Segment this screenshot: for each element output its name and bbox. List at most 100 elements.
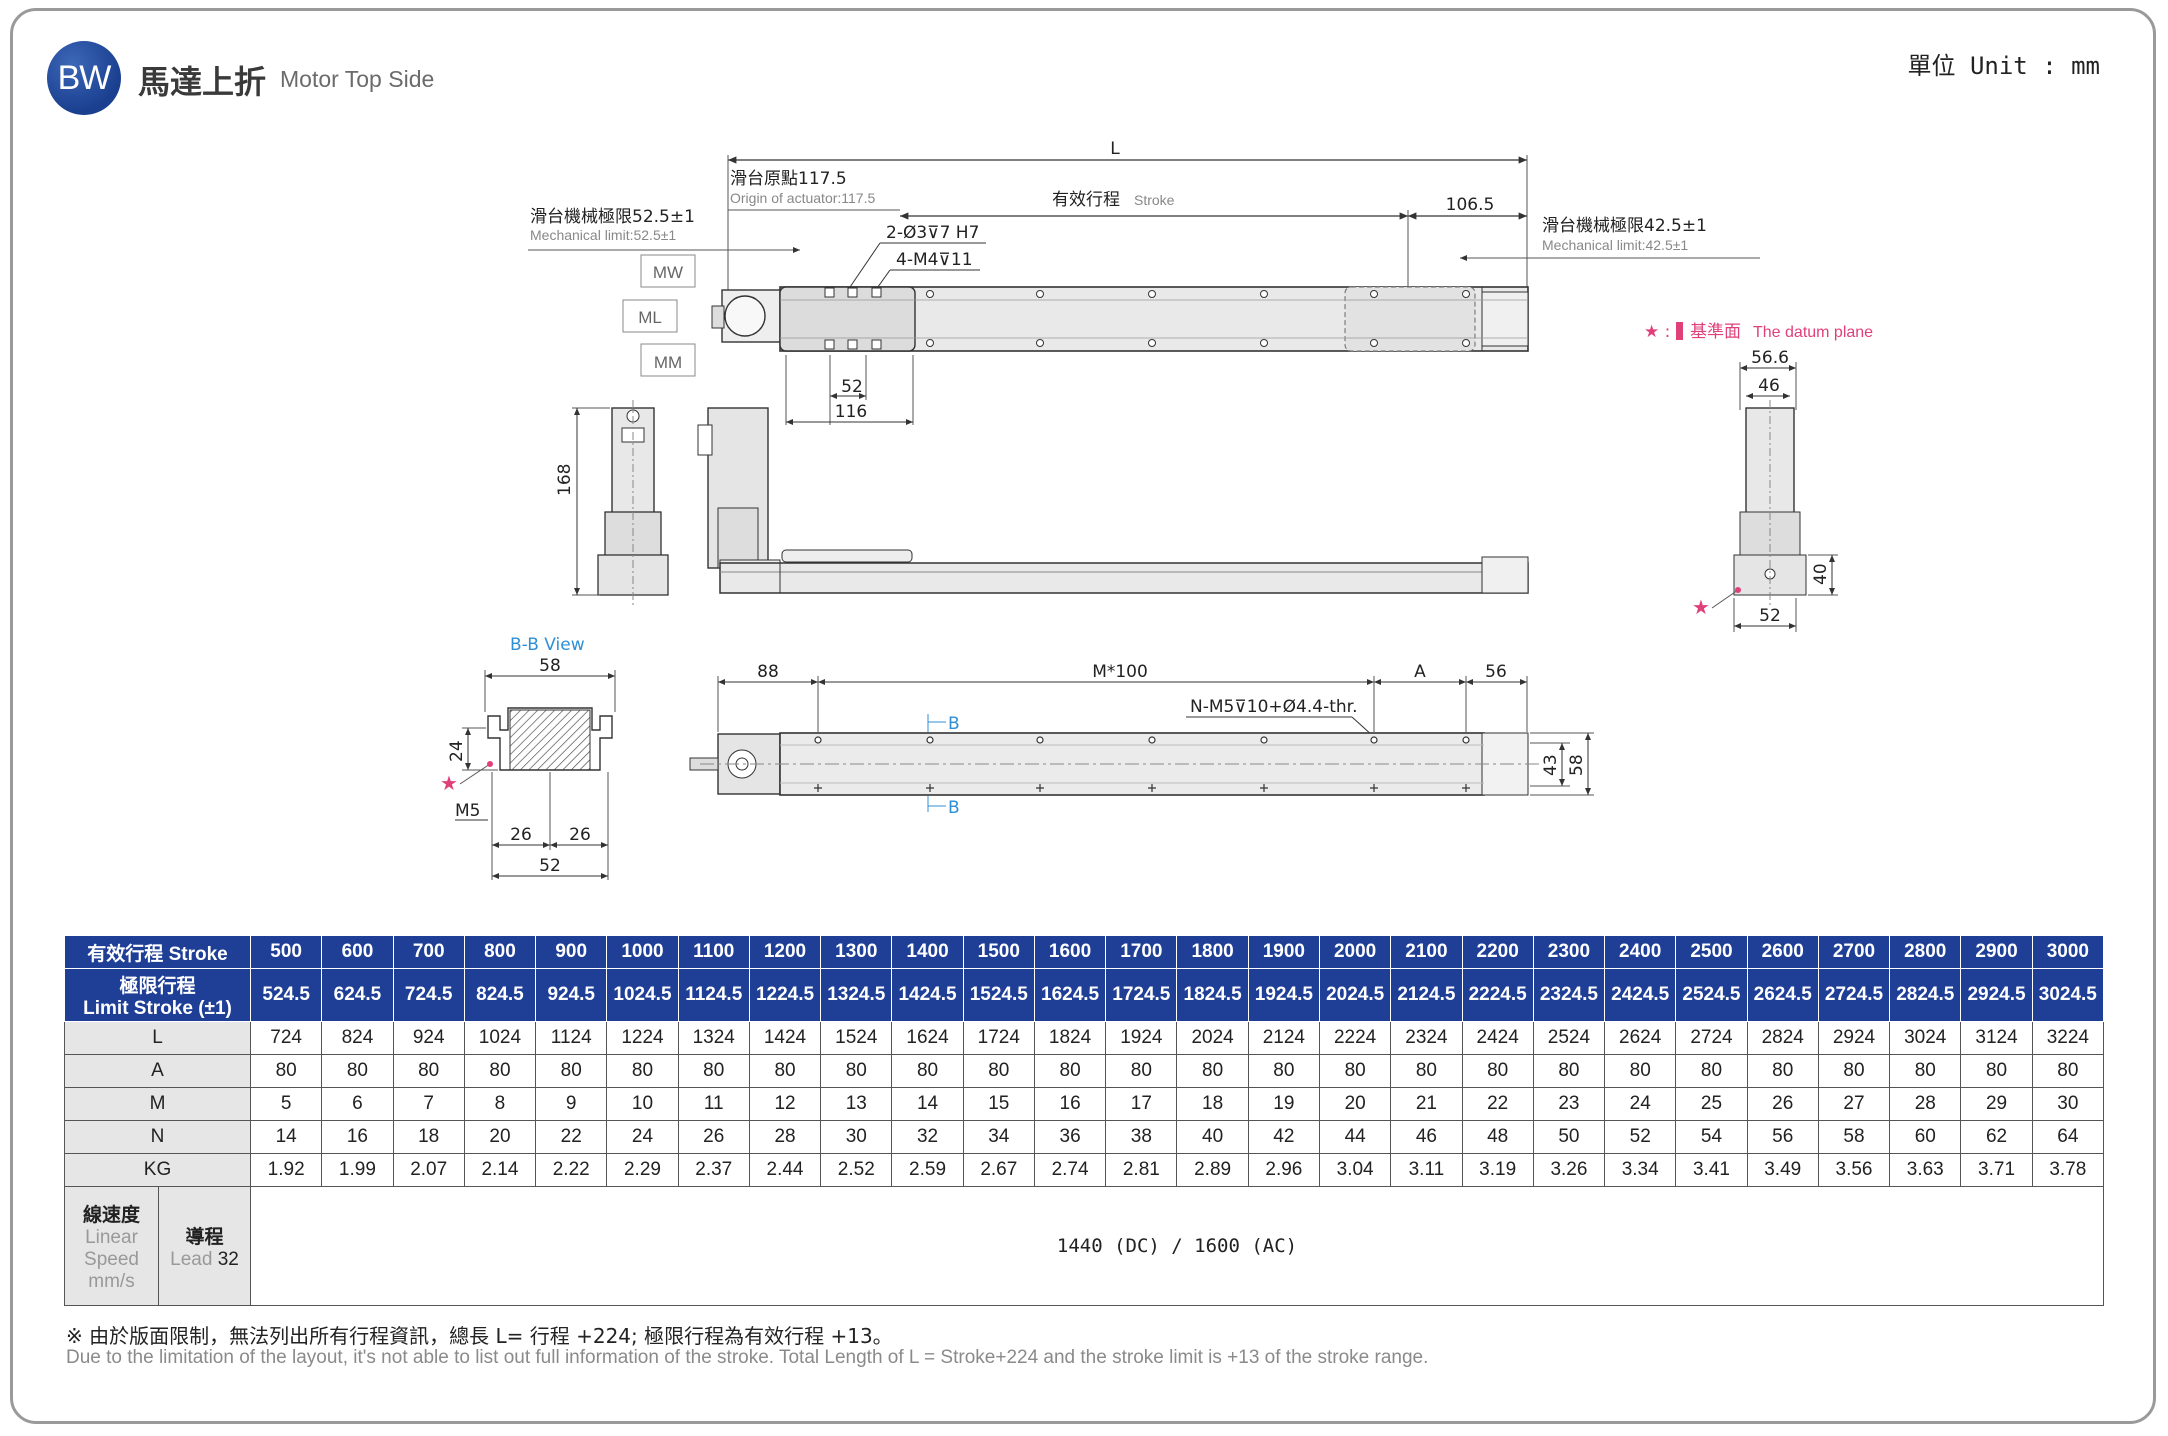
- limit-value: 2724.5: [1817, 968, 1891, 1022]
- cell-value: 22: [1461, 1087, 1534, 1121]
- stroke-label-en: Stroke: [1134, 192, 1175, 208]
- dim-m5: M5: [455, 801, 480, 821]
- cell-value: 3.63: [1889, 1153, 1962, 1187]
- cell-value: 21: [1390, 1087, 1463, 1121]
- cell-value: 34: [962, 1120, 1035, 1154]
- cell-value: 3224: [2031, 1021, 2105, 1055]
- cell-value: 3124: [1960, 1021, 2033, 1055]
- cell-value: 18: [392, 1120, 465, 1154]
- speed-unit: mm/s: [88, 1270, 135, 1292]
- hole-spec-3: N-M5⊽10+Ø4.4-thr.: [1190, 697, 1357, 717]
- cell-value: 2.96: [1247, 1153, 1321, 1187]
- dim-a: A: [1414, 662, 1426, 682]
- top-view: L 滑台原點117.5 Origin of actuator:117.5 有效行…: [528, 139, 1760, 425]
- cell-value: 22: [535, 1120, 608, 1154]
- cell-value: 2224: [1318, 1021, 1392, 1055]
- cell-value: 27: [1817, 1087, 1891, 1121]
- cell-value: 16: [321, 1120, 394, 1154]
- cell-value: 1924: [1105, 1021, 1178, 1055]
- cell-value: 2.74: [1033, 1153, 1107, 1187]
- mech-right-zh: 滑台機械極限42.5±1: [1542, 216, 1707, 236]
- speed-value: 1440 (DC) / 1600 (AC): [250, 1186, 2104, 1306]
- dim-58-bb: 58: [539, 656, 561, 676]
- stroke-value: 900: [535, 935, 608, 969]
- lead-value: 32: [217, 1248, 239, 1270]
- cell-value: 1124: [535, 1021, 608, 1055]
- dim-52-bb: 52: [539, 856, 561, 876]
- cell-value: 80: [1746, 1054, 1819, 1088]
- technical-drawing: L 滑台原點117.5 Origin of actuator:117.5 有效行…: [440, 139, 1873, 880]
- row-label-a: A: [63, 1054, 252, 1088]
- cell-value: 80: [962, 1054, 1035, 1088]
- cell-value: 26: [1746, 1087, 1819, 1121]
- cell-value: 80: [1318, 1054, 1392, 1088]
- cell-value: 80: [1461, 1054, 1534, 1088]
- lead-label-zh: 導程: [185, 1226, 224, 1248]
- dim-88: 88: [757, 662, 779, 682]
- cell-value: 2424: [1461, 1021, 1534, 1055]
- cell-value: 8: [463, 1087, 537, 1121]
- stroke-header-label: 有效行程 Stroke: [63, 935, 252, 969]
- cell-value: 62: [1960, 1120, 2033, 1154]
- cell-value: 3.11: [1390, 1153, 1463, 1187]
- end-view: ★ : 基準面 The datum plane 56.6 46 40 52 ★: [1644, 322, 1873, 632]
- cell-value: 80: [1532, 1054, 1606, 1088]
- dim-52-end: 52: [1759, 606, 1781, 626]
- cell-value: 3.19: [1461, 1153, 1534, 1187]
- stroke-value: 1500: [962, 935, 1035, 969]
- limit-value: 1924.5: [1247, 968, 1321, 1022]
- cell-value: 2124: [1247, 1021, 1321, 1055]
- cell-value: 80: [463, 1054, 537, 1088]
- cell-value: 3.78: [2031, 1153, 2105, 1187]
- limit-value: 1424.5: [891, 968, 964, 1022]
- speed-label-zh: 線速度: [82, 1204, 140, 1226]
- dim-40: 40: [1811, 563, 1831, 585]
- cell-value: 50: [1532, 1120, 1606, 1154]
- limit-value: 2424.5: [1604, 968, 1677, 1022]
- limit-value: 1224.5: [748, 968, 822, 1022]
- cell-value: 26: [677, 1120, 750, 1154]
- cell-value: 3.71: [1960, 1153, 2033, 1187]
- limit-value: 2524.5: [1675, 968, 1748, 1022]
- hole-spec-1: 2-Ø3⊽7 H7: [886, 223, 979, 243]
- stroke-value: 2400: [1604, 935, 1677, 969]
- lead-label-en: Lead: [170, 1248, 218, 1270]
- cell-value: 80: [1247, 1054, 1321, 1088]
- cell-value: 2324: [1390, 1021, 1463, 1055]
- cell-value: 46: [1390, 1120, 1463, 1154]
- stroke-value: 600: [321, 935, 394, 969]
- limit-value: 1624.5: [1033, 968, 1107, 1022]
- cell-value: 14: [891, 1087, 964, 1121]
- section-b-bottom: B: [948, 798, 960, 818]
- cell-value: 1424: [748, 1021, 822, 1055]
- limit-value: 2224.5: [1461, 968, 1534, 1022]
- cell-value: 60: [1889, 1120, 1962, 1154]
- cell-value: 2624: [1604, 1021, 1677, 1055]
- dim-56: 56: [1485, 662, 1507, 682]
- hole-spec-2: 4-M4⊽11: [896, 250, 973, 270]
- cell-value: 2924: [1817, 1021, 1891, 1055]
- mech-left-zh: 滑台機械極限52.5±1: [530, 207, 695, 227]
- cell-value: 30: [820, 1120, 893, 1154]
- cell-value: 15: [962, 1087, 1035, 1121]
- cell-value: 3024: [1889, 1021, 1962, 1055]
- stroke-value: 1300: [820, 935, 893, 969]
- cell-value: 724: [250, 1021, 323, 1055]
- stroke-value: 700: [392, 935, 465, 969]
- dim-106-5: 106.5: [1446, 195, 1495, 215]
- dim-52-top: 52: [841, 377, 863, 397]
- limit-value: 2924.5: [1960, 968, 2033, 1022]
- cell-value: 2.37: [677, 1153, 750, 1187]
- bottom-view: 88 M*100 A 56 N-M5⊽10+Ø4.4-thr. B B: [689, 662, 1594, 818]
- limit-value: 1324.5: [820, 968, 893, 1022]
- cell-value: 1824: [1033, 1021, 1107, 1055]
- cell-value: 10: [606, 1087, 679, 1121]
- model-badge: BW: [47, 41, 121, 115]
- stroke-value: 2900: [1960, 935, 2033, 969]
